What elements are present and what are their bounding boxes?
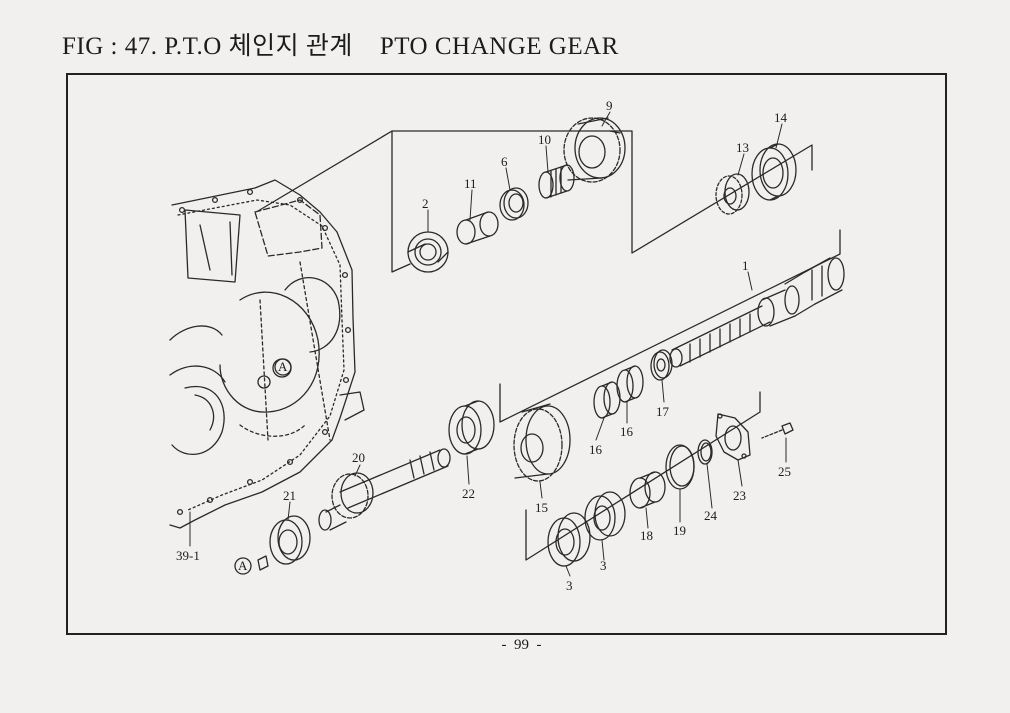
transmission-housing <box>169 179 365 529</box>
svg-text:A: A <box>278 359 288 374</box>
bearing-part-2 <box>407 231 449 273</box>
bearing-part-3a <box>547 512 591 567</box>
callout-19: 19 <box>673 523 686 538</box>
callout-15: 15 <box>535 500 548 515</box>
bearing-part-21 <box>269 515 311 565</box>
callout-21: 21 <box>283 488 296 503</box>
callout-labels: 1 2 11 6 10 9 13 14 17 16 16 15 22 20 21… <box>176 98 791 593</box>
callout-20: 20 <box>352 450 365 465</box>
gear-part-13 <box>715 173 750 215</box>
callout-3b: 3 <box>600 558 607 573</box>
reference-mark-lower: A <box>234 555 269 575</box>
callout-22: 22 <box>462 486 475 501</box>
collar-part-18 <box>629 471 666 509</box>
needle-bearing-part-10 <box>538 164 575 199</box>
callout-24: 24 <box>704 508 718 523</box>
callout-2: 2 <box>422 196 429 211</box>
washer-part-17 <box>650 349 673 381</box>
bearing-part-22 <box>448 400 495 455</box>
callout-1: 1 <box>742 258 749 273</box>
leader-lines <box>189 111 787 577</box>
ring-part-24 <box>697 439 713 465</box>
gear-part-9 <box>563 117 626 183</box>
sleeve-part-14 <box>751 143 797 201</box>
bearing-part-3b <box>584 491 626 541</box>
callout-3a: 3 <box>566 578 573 593</box>
callout-16b: 16 <box>589 442 603 457</box>
diagram-frame <box>66 73 947 635</box>
callout-25: 25 <box>778 464 791 479</box>
pto-shaft-part-1 <box>669 257 845 368</box>
callout-23: 23 <box>733 488 746 503</box>
callout-18: 18 <box>640 528 653 543</box>
reference-mark-housing: A <box>274 358 292 376</box>
callout-9: 9 <box>606 98 613 113</box>
callout-6: 6 <box>501 154 508 169</box>
bolt-part-25 <box>761 422 794 439</box>
gear-part-15 <box>513 403 571 482</box>
callout-39-1: 39-1 <box>176 548 200 563</box>
page-number: - 99 - <box>501 637 542 653</box>
callout-13: 13 <box>736 140 749 155</box>
figure-title: FIG : 47. P.T.O 체인지 관계 PTO CHANGE GEAR <box>62 33 619 60</box>
needle-bearing-part-16 <box>593 365 644 419</box>
collar-part-6 <box>499 187 529 221</box>
group-brackets <box>257 130 841 561</box>
callout-14: 14 <box>774 110 788 125</box>
gear-shaft-part-20 <box>318 448 451 531</box>
callout-16a: 16 <box>620 424 634 439</box>
svg-text:A: A <box>238 558 248 573</box>
snap-ring-part-19 <box>665 444 695 490</box>
callout-17: 17 <box>656 404 670 419</box>
sleeve-part-11 <box>456 211 499 245</box>
callout-11: 11 <box>464 176 477 191</box>
callout-10: 10 <box>538 132 551 147</box>
